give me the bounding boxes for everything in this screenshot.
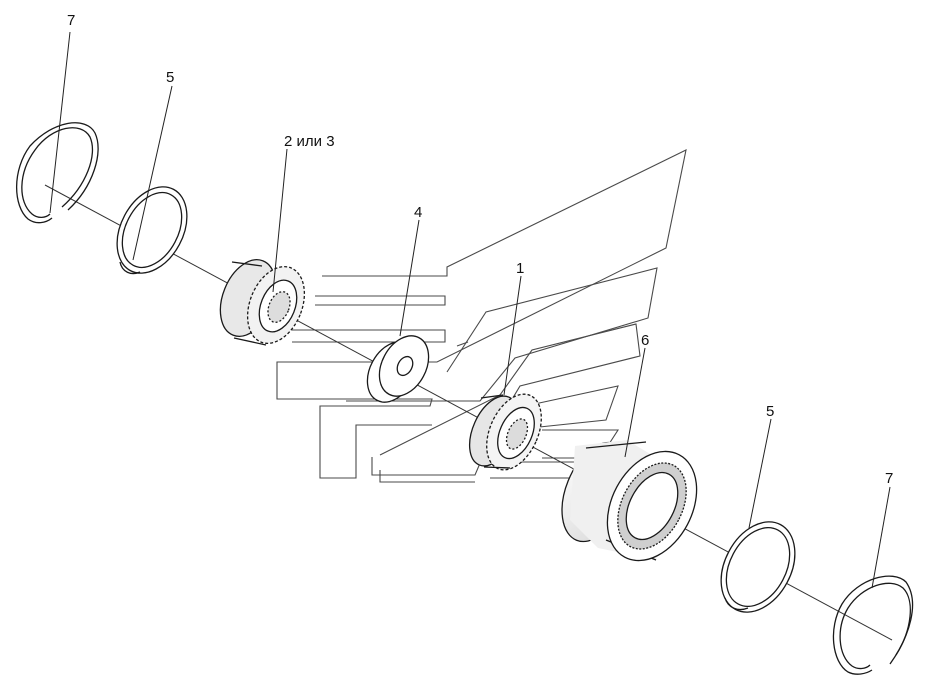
callout-1: 1	[516, 260, 524, 277]
callout-7-right: 7	[885, 470, 893, 487]
callout-5-left: 5	[166, 69, 174, 86]
callout-2-or-3: 2 или 3	[284, 133, 335, 150]
spacer-ring	[366, 335, 430, 403]
callout-4: 4	[414, 204, 422, 221]
callout-5-right: 5	[766, 403, 774, 420]
washer-right	[720, 521, 796, 613]
washer-left	[116, 186, 188, 275]
center-gear	[468, 393, 542, 471]
circlip-right	[832, 575, 914, 675]
needle-bearing	[561, 440, 698, 562]
circlip-left	[15, 122, 99, 224]
callout-6: 6	[641, 332, 649, 349]
leader-lines	[49, 31, 891, 589]
spline-gear	[219, 259, 306, 346]
watermark-logo	[276, 149, 687, 483]
callout-7-left: 7	[67, 12, 75, 29]
